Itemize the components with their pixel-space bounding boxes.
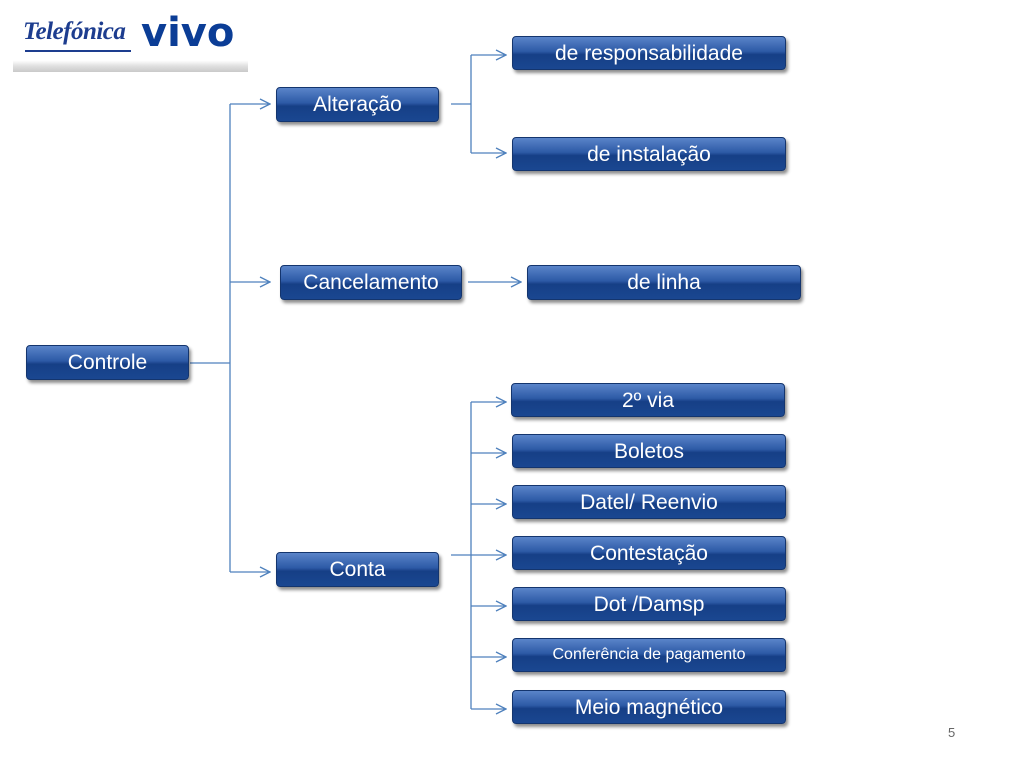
node-alteracao: Alteração <box>276 87 439 122</box>
node-2via: 2º via <box>511 383 785 417</box>
node-dot-damsp: Dot /Damsp <box>512 587 786 621</box>
node-conferencia-de-pagamento: Conferência de pagamento <box>512 638 786 672</box>
node-contestacao: Contestação <box>512 536 786 570</box>
node-de-responsabilidade: de responsabilidade <box>512 36 786 70</box>
node-cancelamento: Cancelamento <box>280 265 462 300</box>
node-boletos: Boletos <box>512 434 786 468</box>
node-conta: Conta <box>276 552 439 587</box>
node-de-linha: de linha <box>527 265 801 300</box>
node-meio-magnetico: Meio magnético <box>512 690 786 724</box>
logo-underline <box>25 50 131 52</box>
logo: Telefónica vivo <box>13 8 248 72</box>
node-datel-reenvio: Datel/ Reenvio <box>512 485 786 519</box>
vivo-logo-text: vivo <box>141 10 235 56</box>
page-number: 5 <box>948 725 956 740</box>
node-controle: Controle <box>26 345 189 380</box>
node-de-instalacao: de instalação <box>512 137 786 171</box>
telefonica-logo-text: Telefónica <box>23 18 126 45</box>
